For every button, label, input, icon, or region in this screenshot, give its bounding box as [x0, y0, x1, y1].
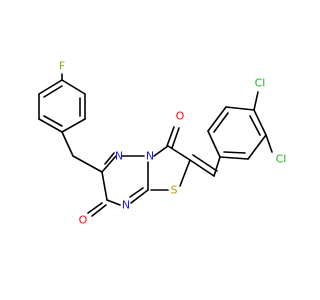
bond — [61, 118, 86, 133]
bond — [166, 126, 175, 147]
bond — [61, 79, 86, 95]
bond — [43, 85, 63, 98]
carbonyl-oxygen-right: O — [176, 110, 185, 123]
bond — [249, 115, 261, 136]
bridgehead-n-label: N — [146, 150, 154, 163]
triazine-n1-label: N — [115, 150, 123, 163]
bond — [223, 151, 246, 154]
carbonyl-oxygen-left: O — [79, 214, 88, 227]
bond — [72, 155, 103, 173]
bond — [207, 130, 221, 158]
bond — [129, 187, 144, 198]
bond — [38, 79, 63, 95]
bond — [171, 127, 180, 149]
triazine-n2-label: N — [122, 199, 130, 212]
bond — [253, 91, 259, 111]
fluorine-label: F — [59, 60, 65, 73]
chlorine-label-right: Cl — [276, 153, 287, 166]
bond — [106, 199, 121, 206]
bond — [61, 131, 74, 157]
molecule-structure: F Cl Cl N N N S O O — [38, 60, 287, 227]
bond — [104, 152, 115, 165]
bond — [253, 109, 267, 136]
bond — [91, 204, 107, 217]
bond — [207, 106, 227, 132]
bond — [153, 145, 169, 157]
atom-labels: F Cl Cl N N N S O O — [59, 60, 287, 227]
bond — [101, 155, 117, 173]
bond — [189, 159, 215, 177]
bond — [179, 159, 191, 187]
bond — [225, 106, 255, 111]
bond — [38, 118, 63, 133]
bond — [130, 189, 149, 204]
sulfur-label: S — [171, 184, 178, 197]
bond — [247, 134, 267, 160]
bond — [213, 156, 221, 177]
bond — [219, 156, 249, 160]
bonds — [38, 73, 273, 217]
bond — [192, 154, 218, 172]
bond — [87, 202, 103, 214]
bond — [101, 171, 108, 201]
bond — [43, 115, 63, 127]
chlorine-label-top: Cl — [255, 77, 266, 90]
bond — [213, 112, 229, 133]
bond — [265, 134, 273, 153]
